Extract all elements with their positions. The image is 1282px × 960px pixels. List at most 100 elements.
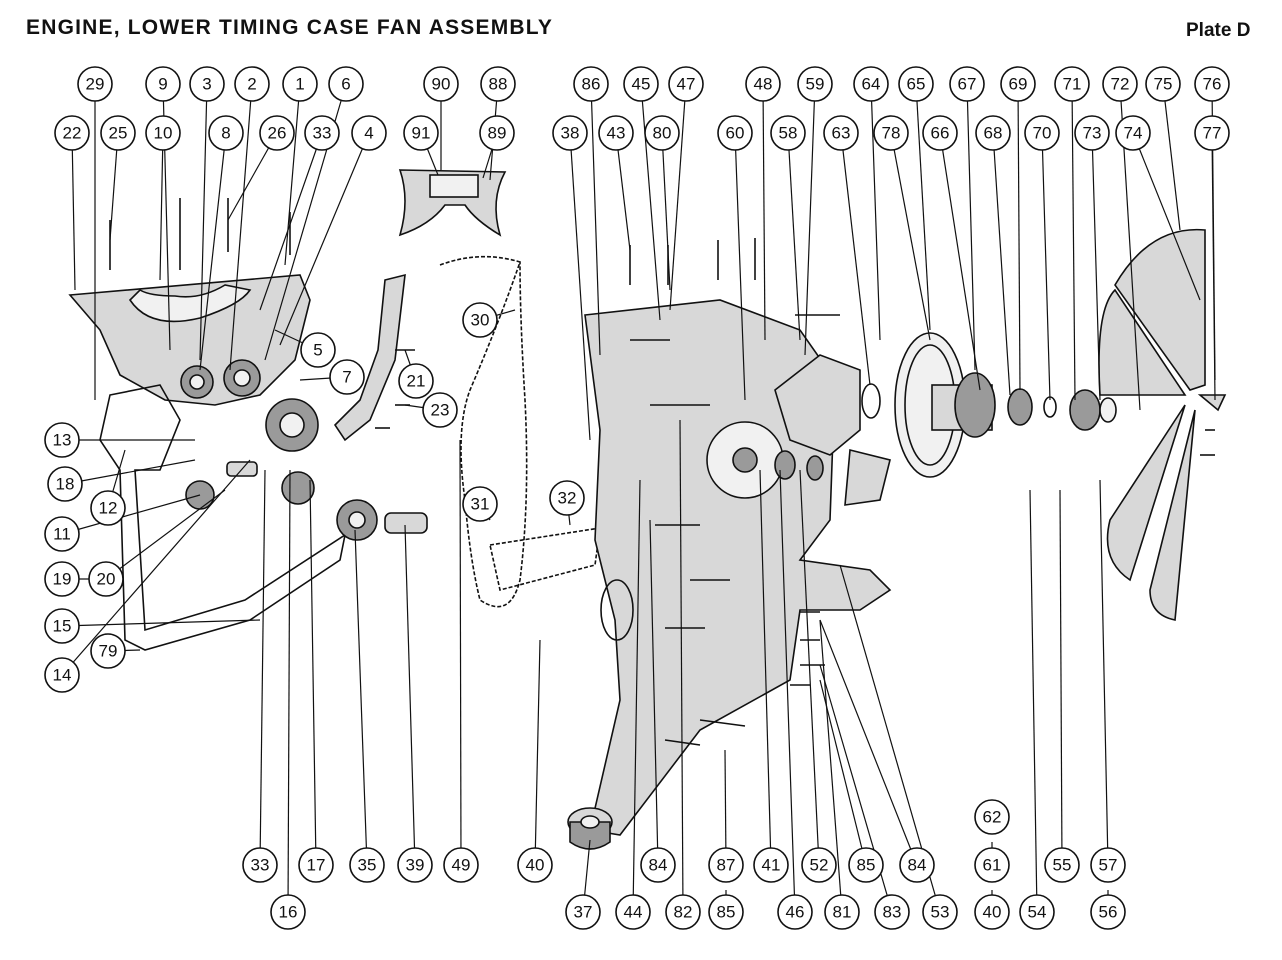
callout-1: 1 xyxy=(282,66,318,102)
callout-number: 58 xyxy=(779,124,798,143)
callout-circle xyxy=(88,561,124,597)
callout-number: 56 xyxy=(1099,903,1118,922)
callout-80: 80 xyxy=(644,115,680,151)
leader-line xyxy=(61,494,201,535)
callout-circle xyxy=(145,66,181,102)
callout-46: 46 xyxy=(777,894,813,930)
callout-number: 81 xyxy=(833,903,852,922)
callout-number: 69 xyxy=(1009,75,1028,94)
callout-11: 11 xyxy=(44,516,80,552)
callout-number: 48 xyxy=(754,75,773,94)
callout-44: 44 xyxy=(615,894,651,930)
callout-84: 84 xyxy=(640,847,676,883)
leader-line xyxy=(105,489,226,580)
leader-lines xyxy=(61,83,1216,913)
callout-62: 62 xyxy=(974,799,1010,835)
callout-4: 4 xyxy=(351,115,387,151)
callout-circle xyxy=(975,115,1011,151)
callout-number: 53 xyxy=(931,903,950,922)
callout-circle xyxy=(328,66,364,102)
callout-12: 12 xyxy=(90,490,126,526)
leader-line xyxy=(199,83,208,361)
callout-number: 55 xyxy=(1053,856,1072,875)
callout-circle xyxy=(598,115,634,151)
leader-line xyxy=(819,619,843,913)
leader-line xyxy=(724,749,727,866)
callout-circle xyxy=(1145,66,1181,102)
callout-circle xyxy=(565,894,601,930)
leader-line xyxy=(890,132,931,341)
callout-circle xyxy=(922,115,958,151)
part-drawings xyxy=(68,169,1227,850)
callout-circle xyxy=(668,66,704,102)
callout-number: 46 xyxy=(786,903,805,922)
callout-circle xyxy=(974,799,1010,835)
callout-number: 54 xyxy=(1028,903,1047,922)
callout-90: 90 xyxy=(423,66,459,102)
leader-line xyxy=(915,83,931,331)
callout-circle xyxy=(552,115,588,151)
callout-circle xyxy=(922,894,958,930)
callout-circle xyxy=(708,894,744,930)
callout-39: 39 xyxy=(397,847,433,883)
callout-82: 82 xyxy=(665,894,701,930)
callout-79: 79 xyxy=(90,633,126,669)
callout-circle xyxy=(745,66,781,102)
callout-7: 7 xyxy=(329,359,365,395)
leader-line xyxy=(534,639,541,866)
callout-73: 73 xyxy=(1074,115,1110,151)
callout-number: 21 xyxy=(407,372,426,391)
leader-line xyxy=(759,469,772,866)
callout-number: 40 xyxy=(983,903,1002,922)
callout-number: 60 xyxy=(726,124,745,143)
callout-circle xyxy=(801,847,837,883)
callout-circle xyxy=(44,516,80,552)
callout-number: 68 xyxy=(984,124,1003,143)
callout-circle xyxy=(242,847,278,883)
callout-circle xyxy=(480,66,516,102)
callout-61: 61 xyxy=(974,847,1010,883)
callout-87: 87 xyxy=(708,847,744,883)
callout-circle xyxy=(823,115,859,151)
callout-circle xyxy=(298,847,334,883)
callout-circle xyxy=(623,66,659,102)
callout-number: 2 xyxy=(247,75,256,94)
callout-circle xyxy=(282,66,318,102)
callout-84: 84 xyxy=(899,847,935,883)
callout-23: 23 xyxy=(422,392,458,428)
callout-72: 72 xyxy=(1102,66,1138,102)
callout-6: 6 xyxy=(328,66,364,102)
callout-circle xyxy=(1090,847,1126,883)
leader-line xyxy=(1099,479,1109,866)
callout-circle xyxy=(1115,115,1151,151)
callout-number: 43 xyxy=(607,124,626,143)
callout-number: 83 xyxy=(883,903,902,922)
callout-circle xyxy=(898,66,934,102)
callout-3: 3 xyxy=(189,66,225,102)
callout-circle xyxy=(422,392,458,428)
diagram-title: ENGINE, LOWER TIMING CASE FAN ASSEMBLY xyxy=(26,16,554,39)
callout-number: 7 xyxy=(342,368,351,387)
callout-circle xyxy=(462,486,498,522)
callout-54: 54 xyxy=(1019,894,1055,930)
callout-circle xyxy=(644,115,680,151)
leader-line xyxy=(819,679,867,866)
callout-19: 19 xyxy=(44,561,80,597)
callout-circle xyxy=(874,894,910,930)
callout-circle xyxy=(349,847,385,883)
callout-63: 63 xyxy=(823,115,859,151)
leader-line xyxy=(199,132,227,371)
callout-60: 60 xyxy=(717,115,753,151)
callout-number: 75 xyxy=(1154,75,1173,94)
leader-line xyxy=(284,83,301,266)
callout-number: 22 xyxy=(63,124,82,143)
callout-circle xyxy=(853,66,889,102)
callout-number: 15 xyxy=(53,617,72,636)
callout-number: 9 xyxy=(158,75,167,94)
callout-number: 64 xyxy=(862,75,881,94)
callout-43: 43 xyxy=(598,115,634,151)
callout-number: 20 xyxy=(97,570,116,589)
callout-number: 49 xyxy=(452,856,471,875)
callout-circle xyxy=(100,115,136,151)
callout-circle xyxy=(848,847,884,883)
